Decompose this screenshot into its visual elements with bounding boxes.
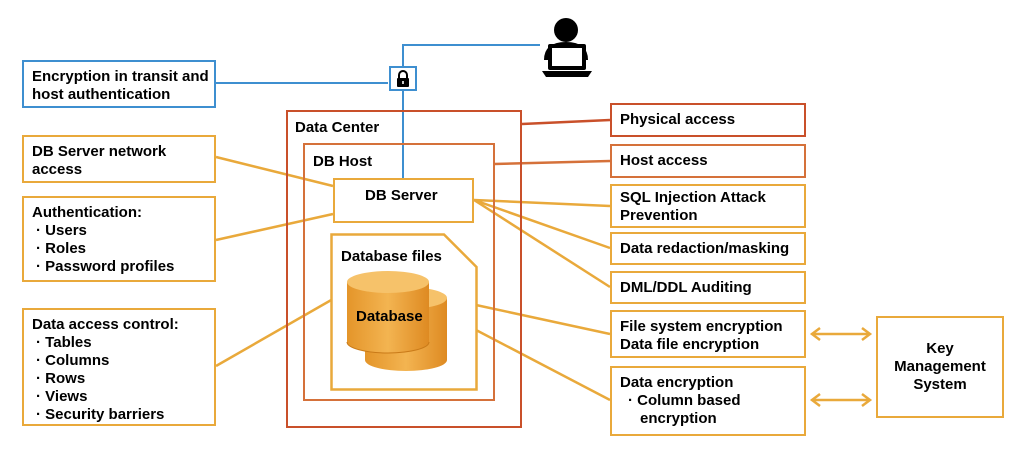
list-item: Users — [32, 222, 206, 240]
sql-injection-line-2: Prevention — [620, 207, 698, 224]
fs-encryption-line-1: File system encryption — [620, 318, 783, 335]
sql-injection-line-1: SQL Injection Attack — [620, 189, 766, 206]
double-arrow-icon — [809, 327, 873, 407]
dbserver-label: DB Server — [365, 187, 438, 204]
network-line-2: access — [32, 161, 83, 178]
authentication-title: Authentication: — [32, 204, 142, 221]
redaction-label: Data redaction/masking — [620, 240, 790, 257]
kms-line-2: Management — [894, 358, 986, 375]
datacenter-box: Data Center — [286, 110, 522, 428]
access-control-title: Data access control: — [32, 316, 179, 333]
transit-line-2: host authentication — [32, 86, 171, 103]
dbserver-box: DB Server — [333, 178, 474, 223]
host-access-label: Host access — [620, 152, 708, 169]
list-item: Tables — [32, 334, 206, 352]
kms-line-3: System — [913, 376, 967, 393]
list-item: Views — [32, 388, 206, 406]
transit-lines — [216, 44, 540, 178]
network-line-1: DB Server network — [32, 143, 167, 160]
dbhost-box: DB Host — [303, 143, 495, 401]
host-lines — [493, 159, 611, 166]
physical-lines — [521, 118, 611, 126]
sql-injection-box: SQL Injection Attack Prevention — [610, 184, 806, 228]
auditing-box: DML/DDL Auditing — [610, 271, 806, 304]
authentication-box: Authentication: Users Roles Password pro… — [22, 196, 216, 282]
redaction-box: Data redaction/masking — [610, 232, 806, 265]
physical-access-box: Physical access — [610, 103, 806, 137]
control-lines — [215, 155, 611, 402]
host-access-box: Host access — [610, 144, 806, 178]
list-item: Security barriers — [32, 406, 206, 424]
list-item: Column based — [620, 392, 796, 410]
data-encryption-item-cont: encryption — [640, 410, 717, 427]
list-item: Password profiles — [32, 258, 206, 276]
list-item: Rows — [32, 370, 206, 388]
laptop-icon — [542, 44, 592, 77]
data-encryption-title: Data encryption — [620, 374, 734, 391]
auditing-label: DML/DDL Auditing — [620, 279, 752, 296]
list-item: Roles — [32, 240, 206, 258]
transit-box: Encryption in transit and host authentic… — [22, 60, 216, 108]
fs-encryption-box: File system encryption Data file encrypt… — [610, 310, 806, 358]
database-label: Database — [356, 308, 423, 325]
database-icon — [346, 271, 447, 371]
transit-line-1: Encryption in transit and — [32, 68, 209, 85]
datacenter-label: Data Center — [295, 119, 380, 136]
list-item: Columns — [32, 352, 206, 370]
data-encryption-box: Data encryption Column based encryption — [610, 366, 806, 436]
network-box: DB Server network access — [22, 135, 216, 183]
physical-access-label: Physical access — [620, 111, 736, 128]
lock-icon — [389, 66, 417, 91]
database-files-label: Database files — [341, 248, 442, 265]
kms-box: Key Management System — [876, 316, 1004, 418]
kms-line-1: Key — [926, 340, 954, 357]
dbhost-label: DB Host — [313, 153, 373, 170]
access-control-box: Data access control: Tables Columns Rows… — [22, 308, 216, 426]
fs-encryption-line-2: Data file encryption — [620, 336, 760, 353]
